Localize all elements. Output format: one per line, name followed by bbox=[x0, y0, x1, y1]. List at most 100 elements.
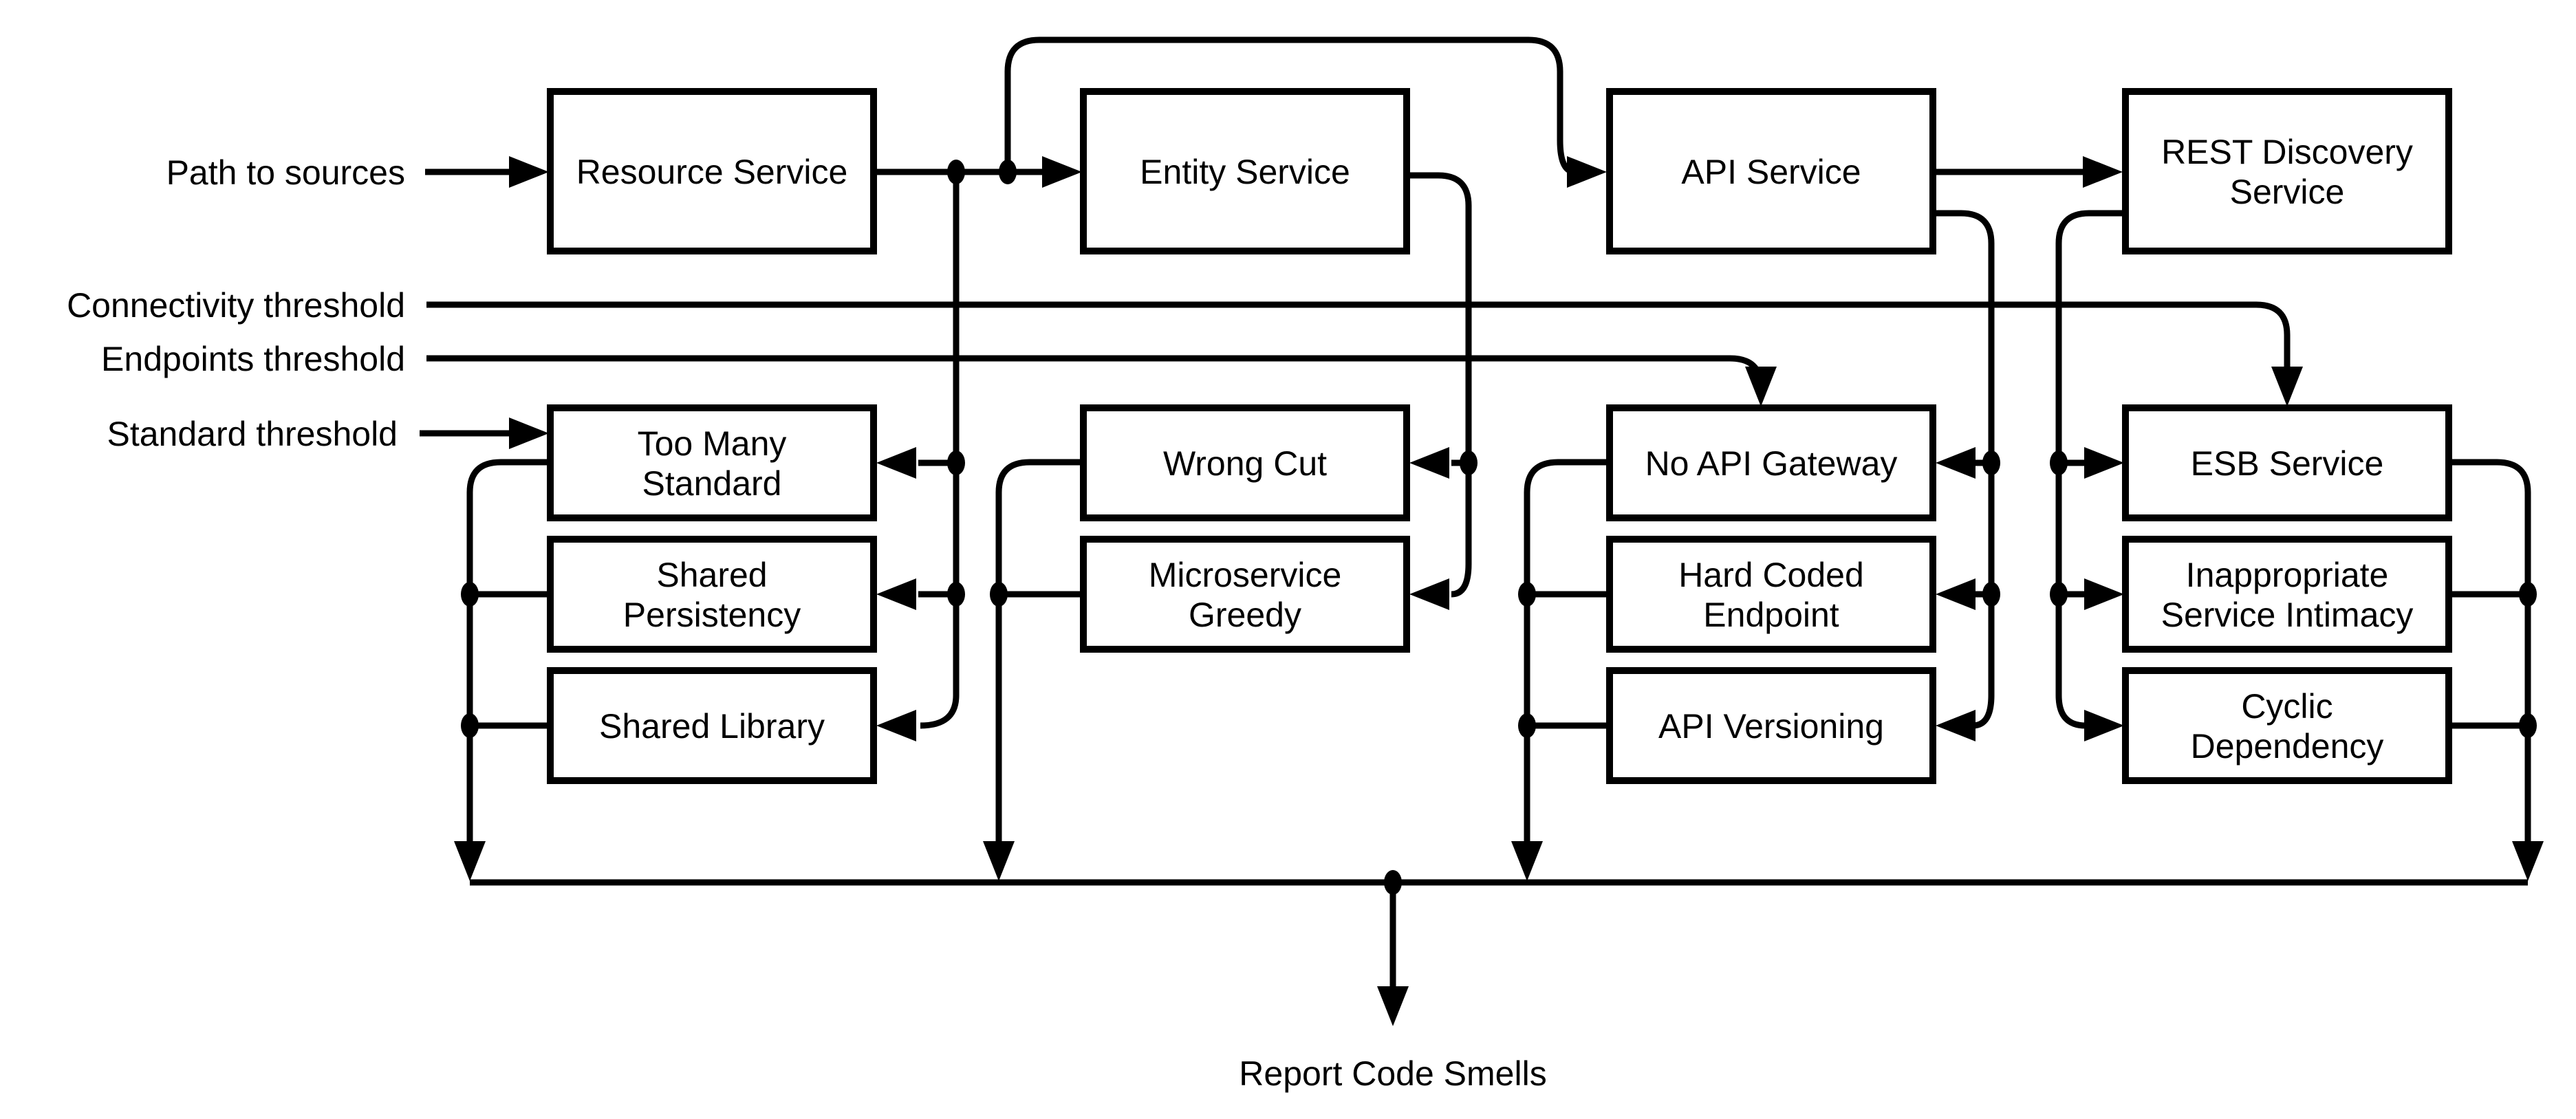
junction-dot bbox=[947, 450, 965, 475]
junction-dot bbox=[999, 160, 1017, 184]
edge-connectivity-esb bbox=[426, 301, 2291, 368]
junction-dot bbox=[2050, 450, 2068, 475]
arrowhead-into-isi bbox=[2084, 578, 2124, 610]
node-microservice-greedy bbox=[1080, 536, 1410, 653]
edge-rest-smell-feed bbox=[2055, 210, 2125, 729]
rail-column1-output bbox=[466, 459, 550, 844]
edge-resource-smell-feed bbox=[920, 172, 960, 729]
rail-column3-output bbox=[1524, 459, 1610, 844]
arrowhead-into-sharedlibrary bbox=[876, 710, 916, 741]
node-cyclic-dependency-label-line1: Cyclic bbox=[2241, 687, 2333, 726]
arrowhead-into-rest bbox=[2083, 156, 2123, 188]
junction-dot bbox=[947, 160, 965, 184]
junction-dot bbox=[1982, 450, 2000, 475]
arrowhead-rail2-into-collector bbox=[983, 841, 1015, 881]
node-rest-discovery-service-label-line1: REST Discovery bbox=[2161, 133, 2413, 171]
arrowheads bbox=[454, 156, 2544, 1026]
edge-api-smell-feed bbox=[1933, 210, 1995, 729]
node-hard-coded-endpoint-label-line1: Hard Coded bbox=[1678, 556, 1864, 594]
junction-dot bbox=[1518, 713, 1536, 738]
node-too-many-standard-label-line2: Standard bbox=[642, 464, 782, 503]
node-api-service-label: API Service bbox=[1681, 153, 1861, 191]
junction-dot bbox=[1384, 870, 1402, 895]
junction-dot bbox=[1460, 450, 1478, 475]
junction-dot bbox=[2519, 582, 2537, 607]
node-microservice-greedy-label-line1: Microservice bbox=[1149, 556, 1342, 594]
output-report-code-smells-label: Report Code Smells bbox=[1239, 1054, 1546, 1093]
arrowhead-rail1-into-collector bbox=[454, 841, 486, 881]
arrowhead-endpoints-into-nogateway-top bbox=[1745, 367, 1777, 406]
input-path-to-sources-label: Path to sources bbox=[166, 153, 405, 192]
node-resource-service bbox=[547, 88, 877, 254]
junction-dots bbox=[461, 160, 2537, 895]
node-isi-label-line1: Inappropriate bbox=[2186, 556, 2389, 594]
node-wrong-cut-label: Wrong Cut bbox=[1163, 444, 1327, 483]
arrowhead-into-toomany bbox=[876, 447, 916, 479]
rail-column4-output bbox=[2449, 459, 2531, 844]
input-standard-threshold-label: Standard threshold bbox=[107, 415, 398, 453]
node-api-versioning-label: API Versioning bbox=[1658, 707, 1884, 746]
input-endpoints-threshold-label: Endpoints threshold bbox=[101, 340, 405, 378]
node-wrong-cut bbox=[1080, 404, 1410, 521]
arrowhead-into-microservicegreedy bbox=[1409, 578, 1449, 610]
node-hard-coded-endpoint bbox=[1606, 536, 1936, 653]
arrowhead-standard-into-toomany bbox=[509, 417, 549, 449]
junction-dot bbox=[461, 713, 479, 738]
node-api-versioning bbox=[1606, 667, 1936, 784]
junction-dot bbox=[947, 582, 965, 607]
junction-dot bbox=[2519, 713, 2537, 738]
arrowhead-rail3-into-collector bbox=[1511, 841, 1543, 881]
node-hard-coded-endpoint-label-line2: Endpoint bbox=[1703, 596, 1839, 634]
node-isi-label-line2: Service Intimacy bbox=[2161, 596, 2414, 634]
arrowhead-into-apiversioning bbox=[1936, 710, 1976, 741]
node-shared-persistency-label-line1: Shared bbox=[656, 556, 767, 594]
node-microservice-greedy-label-line2: Greedy bbox=[1189, 596, 1301, 634]
connector-lines bbox=[420, 36, 2531, 989]
arrowhead-into-sharedpersistency bbox=[876, 578, 916, 610]
arrowhead-connectivity-into-esb-top bbox=[2271, 367, 2303, 406]
service-nodes: Resource Service Entity Service API Serv… bbox=[547, 88, 2452, 254]
node-esb-service-label: ESB Service bbox=[2191, 444, 2384, 483]
node-no-api-gateway-label: No API Gateway bbox=[1645, 444, 1898, 483]
node-inappropriate-service-intimacy bbox=[2122, 536, 2452, 653]
junction-dot bbox=[461, 582, 479, 607]
arrowhead-into-nogateway bbox=[1936, 447, 1976, 479]
rail-column2-output bbox=[995, 459, 1083, 844]
arrowhead-into-report bbox=[1377, 986, 1409, 1026]
arrowhead-into-esb bbox=[2084, 447, 2124, 479]
arrowhead-into-hardcoded bbox=[1936, 578, 1976, 610]
arrowhead-into-cyclic bbox=[2084, 710, 2124, 741]
node-cyclic-dependency-label-line2: Dependency bbox=[2191, 727, 2384, 765]
junction-dot bbox=[2050, 582, 2068, 607]
arrowhead-rail4-into-collector bbox=[2512, 841, 2544, 881]
node-resource-service-label: Resource Service bbox=[576, 153, 848, 191]
node-shared-persistency bbox=[547, 536, 877, 653]
node-too-many-standard-label-line1: Too Many bbox=[638, 424, 787, 463]
node-entity-service bbox=[1080, 88, 1410, 254]
node-cyclic-dependency bbox=[2122, 667, 2452, 784]
node-api-service bbox=[1606, 88, 1936, 254]
io-labels: Path to sources Connectivity threshold E… bbox=[67, 153, 1547, 1093]
junction-dot bbox=[1518, 582, 1536, 607]
edge-endpoints-nogateway bbox=[426, 355, 1764, 388]
node-shared-persistency-label-line2: Persistency bbox=[623, 596, 801, 634]
arrowhead-into-wrongcut bbox=[1409, 447, 1449, 479]
node-no-api-gateway bbox=[1606, 404, 1936, 521]
node-rest-discovery-service bbox=[2122, 88, 2452, 254]
junction-dot bbox=[990, 582, 1008, 607]
arrowhead-into-entity bbox=[1042, 156, 1082, 188]
node-rest-discovery-service-label-line2: Service bbox=[2230, 173, 2345, 211]
node-esb-service bbox=[2122, 404, 2452, 521]
arrowhead-into-api bbox=[1567, 156, 1607, 188]
edge-resource-api-skip bbox=[1004, 36, 1576, 175]
node-too-many-standard bbox=[547, 404, 877, 521]
node-shared-library-label: Shared Library bbox=[599, 707, 825, 746]
smell-nodes: Too Many Standard Shared Persistency Sha… bbox=[547, 404, 2452, 784]
arrowhead-into-resource bbox=[509, 156, 549, 188]
junction-dot bbox=[1982, 582, 2000, 607]
node-entity-service-label: Entity Service bbox=[1140, 153, 1350, 191]
edge-entity-smell-feed bbox=[1407, 172, 1472, 598]
input-connectivity-threshold-label: Connectivity threshold bbox=[67, 286, 405, 325]
